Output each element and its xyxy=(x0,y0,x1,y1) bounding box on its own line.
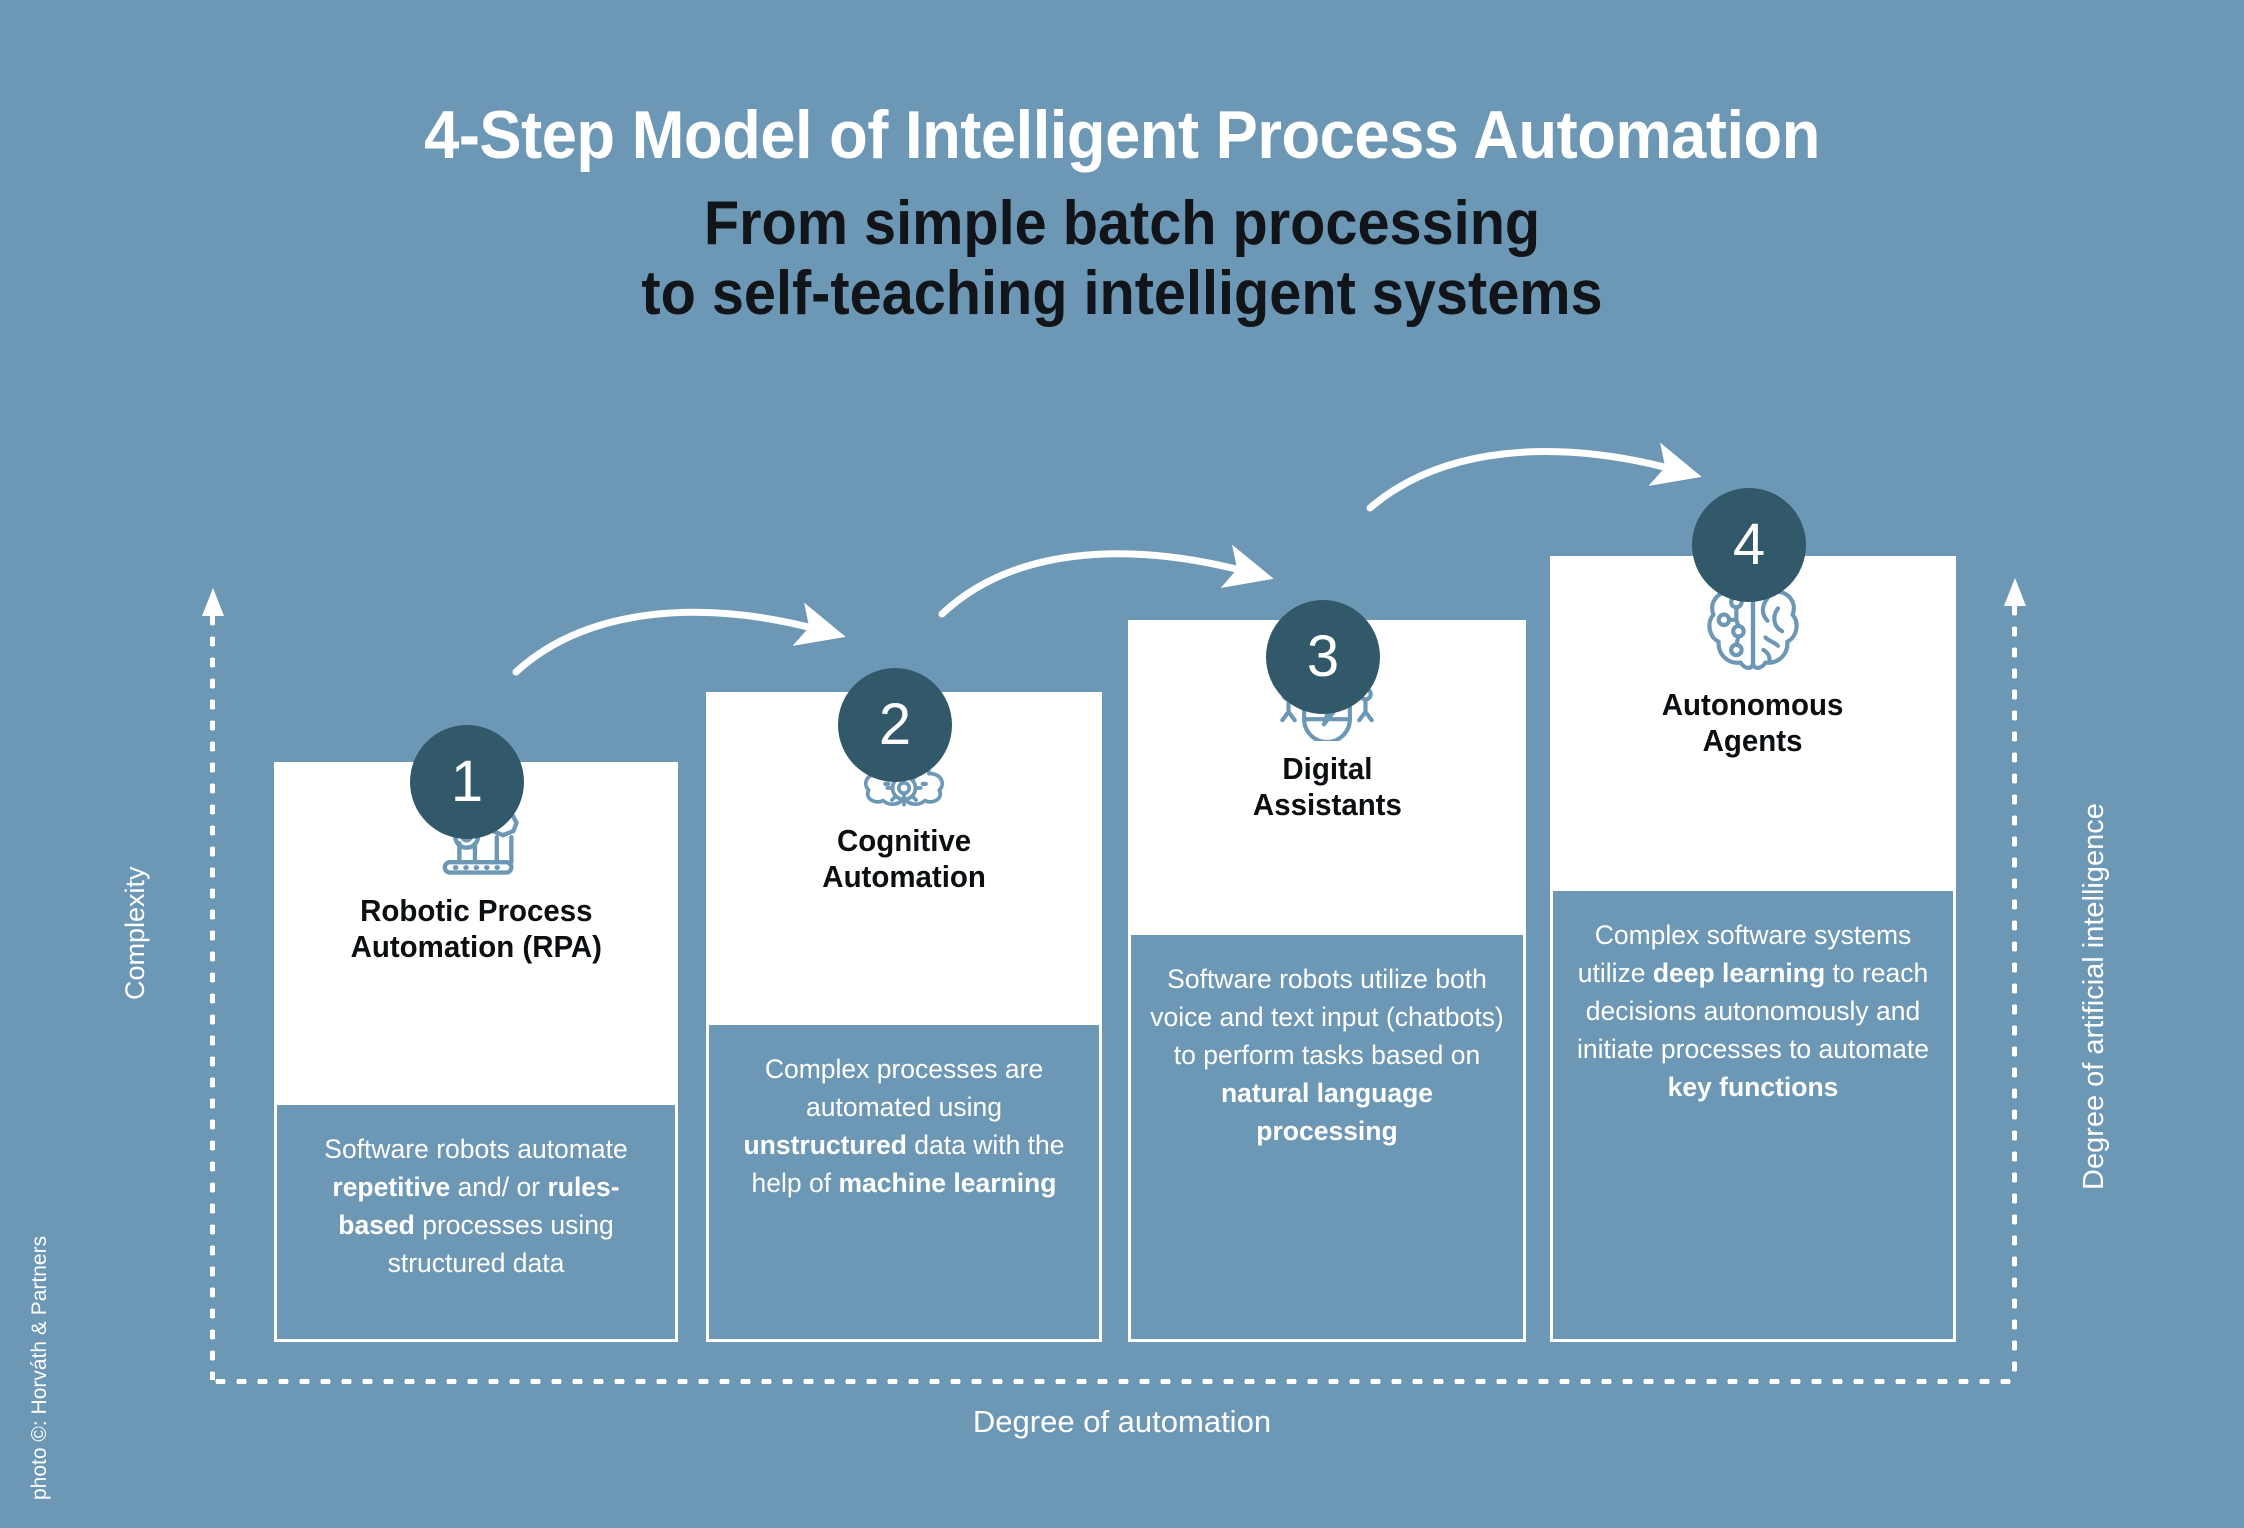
step-card-3-title: Digital Assistants xyxy=(1252,751,1402,822)
page-subtitle-line-1: From simple batch processing xyxy=(703,189,1541,259)
automation-axis-line xyxy=(210,1379,2017,1384)
complexity-axis-label: Complexity xyxy=(120,866,150,1000)
step-badge-4: 4 xyxy=(1692,488,1806,602)
ai-axis-line xyxy=(2012,600,2017,1380)
step-badge-2: 2 xyxy=(838,668,952,782)
step-badge-3: 3 xyxy=(1266,600,1380,714)
photo-credit: photo ©: Horváth & Partners xyxy=(28,1235,51,1500)
page-subtitle-line-2: to self-teaching intelligent systems xyxy=(641,258,1603,328)
step-card-3-body: Software robots utilize both voice and t… xyxy=(1150,964,1504,1146)
step-card-2-body: Complex processes are automated using un… xyxy=(743,1054,1065,1198)
step-card-1-title: Robotic Process Automation (RPA) xyxy=(350,893,602,964)
ai-axis-arrow-icon xyxy=(2004,578,2026,606)
step-badge-1: 1 xyxy=(410,725,524,839)
complexity-axis-arrow-icon xyxy=(202,588,224,616)
header-block: 4-Step Model of Intelligent Process Auto… xyxy=(0,97,2244,328)
step-card-2[interactable]: Cognitive Automation Complex processes a… xyxy=(706,692,1102,1342)
step-card-4-header: Autonomous Agents xyxy=(1553,559,1953,891)
page-title: 4-Step Model of Intelligent Process Auto… xyxy=(424,97,1820,173)
arrow-step2-to-step3 xyxy=(938,544,1274,618)
step-card-4-title: Autonomous Agents xyxy=(1662,687,1844,758)
ai-axis-label: Degree of artificial intelligence xyxy=(2078,803,2110,1190)
step-card-1-body: Software robots automate repetitive and/… xyxy=(324,1134,628,1278)
step-card-4-body: Complex software systems utilize deep le… xyxy=(1576,920,1930,1102)
step-card-3[interactable]: Digital Assistants Software robots utili… xyxy=(1128,620,1526,1342)
complexity-axis-line xyxy=(210,610,215,1380)
step-card-4[interactable]: Autonomous Agents Complex software syste… xyxy=(1550,556,1956,1342)
arrow-step1-to-step2 xyxy=(512,602,846,676)
step-card-1[interactable]: Robotic Process Automation (RPA) Softwar… xyxy=(274,762,678,1342)
arrow-step3-to-step4 xyxy=(1366,442,1702,512)
automation-axis-label: Degree of automation xyxy=(972,1404,1272,1439)
step-card-2-title: Cognitive Automation xyxy=(822,823,986,894)
page-subtitle: From simple batch processing to self-tea… xyxy=(79,189,2166,328)
